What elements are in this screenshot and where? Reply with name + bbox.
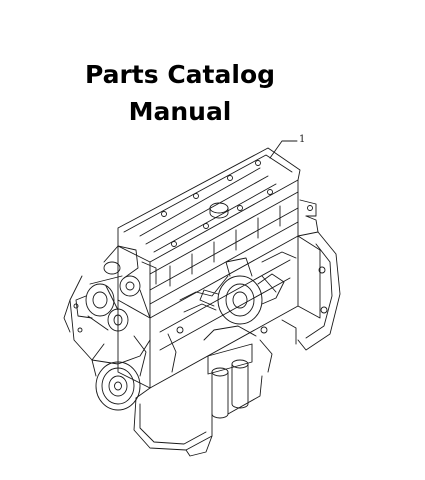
fittings xyxy=(167,199,317,373)
page-title: Parts Catalog Manual xyxy=(60,56,300,130)
callout-leader xyxy=(269,140,298,159)
title-line-1: Parts Catalog xyxy=(84,60,276,89)
front-accessories xyxy=(63,245,157,411)
engine-block xyxy=(117,191,321,389)
flywheel-housing xyxy=(297,215,341,351)
turbocharger xyxy=(199,257,285,325)
callout-number: 1 xyxy=(299,134,306,145)
title-line-2: Manual xyxy=(128,97,232,126)
oil-pan xyxy=(133,375,263,457)
oil-filters xyxy=(203,325,257,419)
valve-cover xyxy=(117,147,301,275)
exhaust-manifold xyxy=(179,251,297,313)
